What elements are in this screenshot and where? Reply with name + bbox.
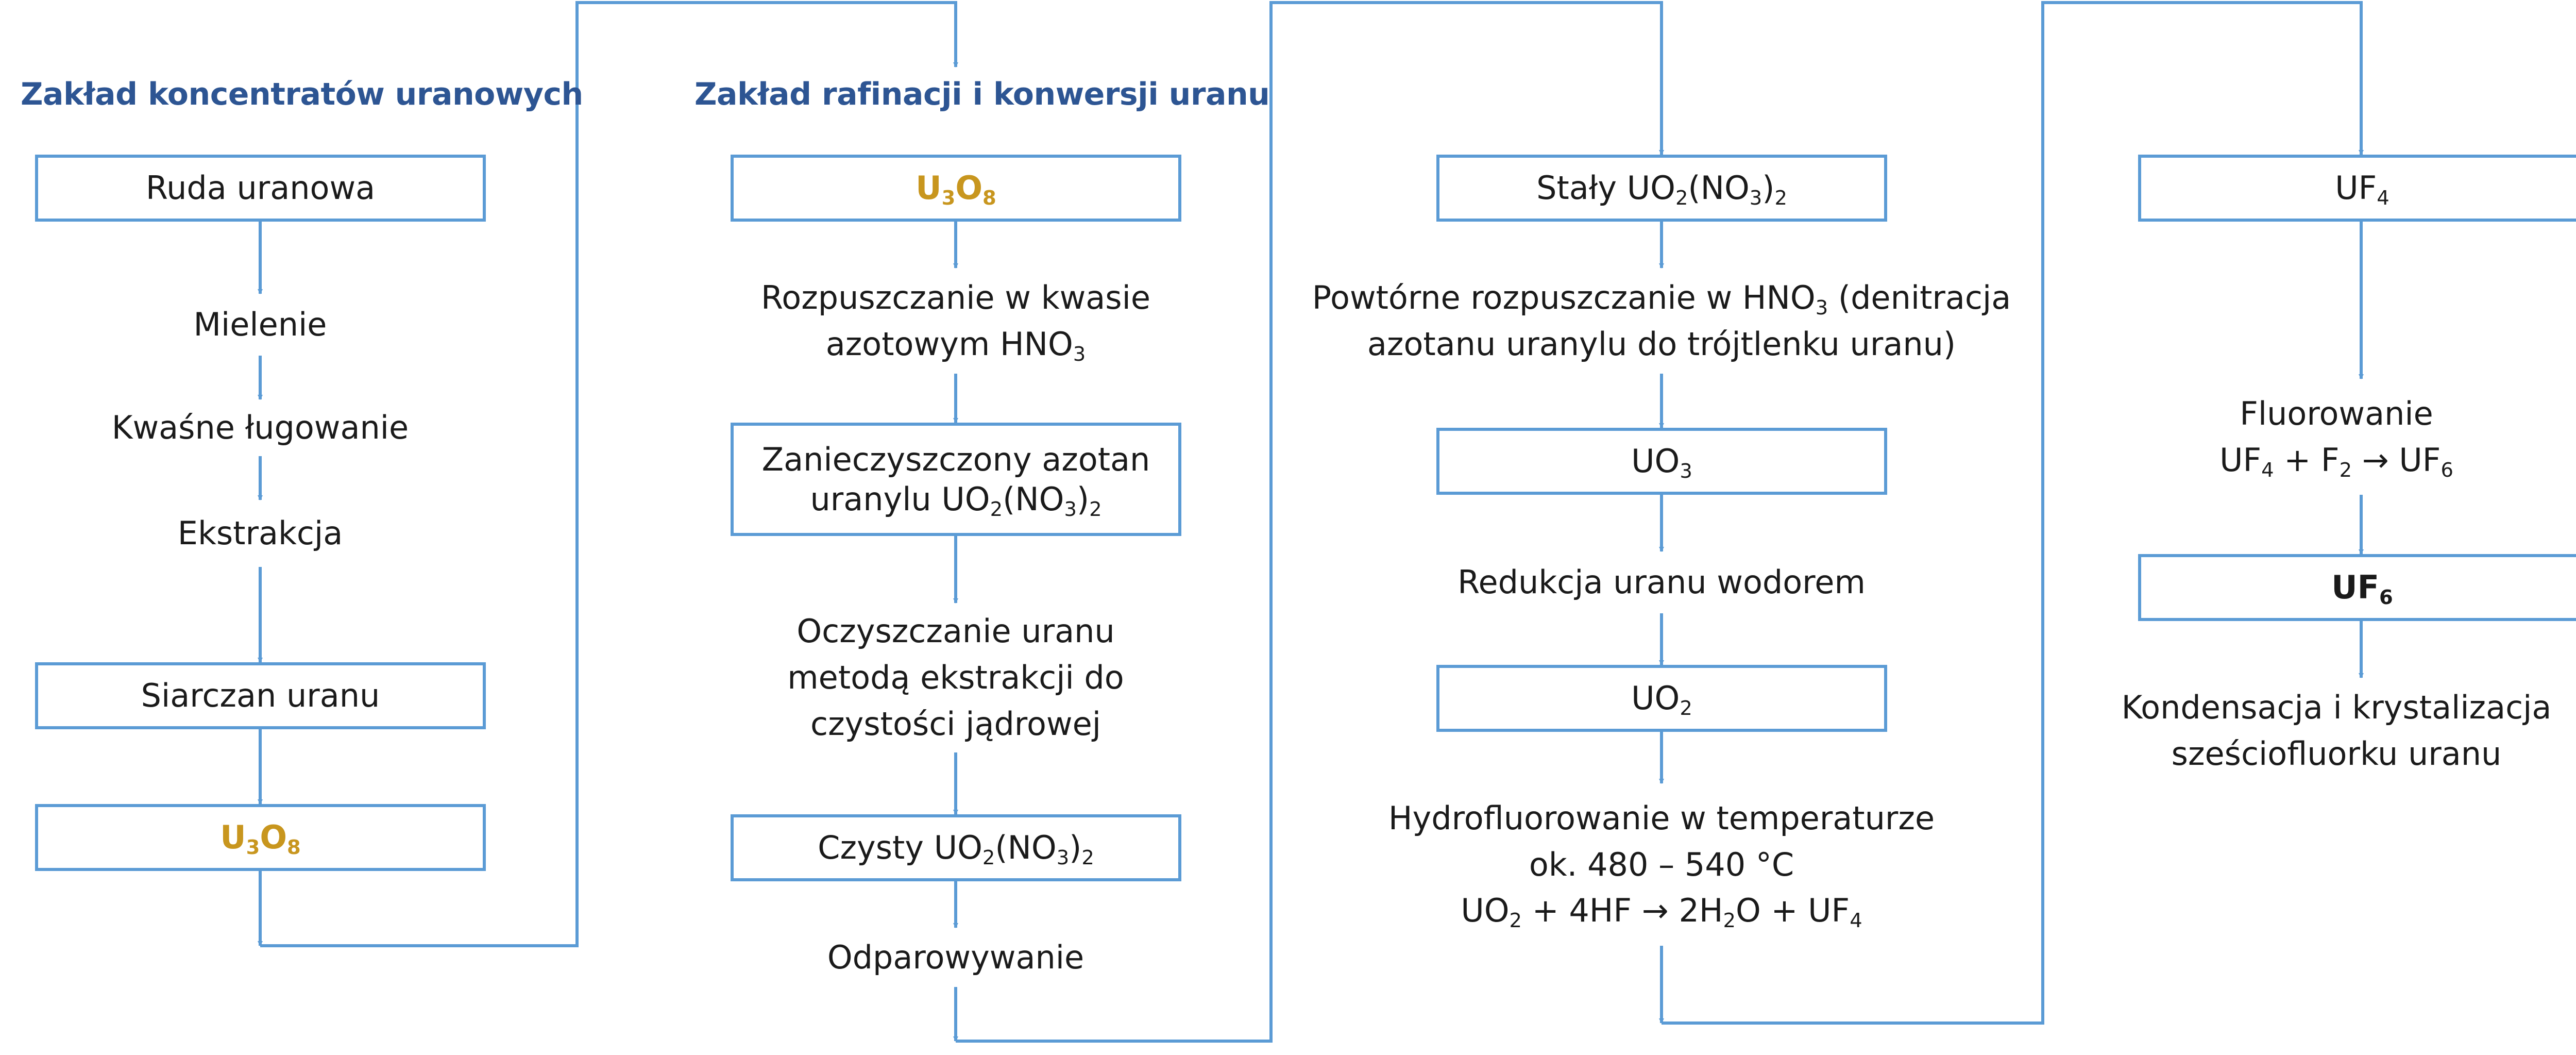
label-rozp-line1: Rozpuszczanie w kwasie	[761, 278, 1150, 316]
box-staly-azotan: Stały UO2(NO3)2	[1436, 155, 1887, 222]
box-u3o8-col2: U3O8	[731, 155, 1181, 222]
label-ruda: Ruda uranowa	[145, 169, 376, 207]
step-rozpuszczanie: Rozpuszczanie w kwasie azotowym HNO3	[698, 268, 1213, 374]
formula-uf4: UF4	[2335, 169, 2389, 210]
step-redukcja: Redukcja uranu wodorem	[1352, 551, 1971, 613]
box-uf4: UF4	[2138, 155, 2576, 222]
box-czysty-azotan: Czysty UO2(NO3)2	[731, 814, 1181, 881]
label-staly: Stały UO2(NO3)2	[1536, 169, 1787, 210]
box-uo2: UO2	[1436, 665, 1887, 732]
box-siarczan-uranu: Siarczan uranu	[35, 662, 486, 729]
box-uo3: UO3	[1436, 428, 1887, 495]
box-uf6: UF6	[2138, 554, 2576, 621]
formula-u3o8: U3O8	[916, 169, 996, 210]
label-powt-line2: azotanu uranylu do trójtlenku uranu)	[1367, 325, 1956, 363]
step-oczyszczanie: Oczyszczanie uranu metodą ekstrakcji do …	[698, 603, 1213, 752]
label-ekstrakcja: Ekstrakcja	[177, 514, 343, 552]
formula-uo2: UO2	[1631, 679, 1692, 720]
box-zanieczyszczony-azotan: Zanieczyszczony azotan uranylu UO2(NO3)2	[731, 423, 1181, 536]
step-kwasne-lugowanie: Kwaśne ługowanie	[28, 399, 492, 456]
step-ekstrakcja: Ekstrakcja	[28, 500, 492, 567]
label-kond-line2: sześciofluorku uranu	[2171, 734, 2502, 773]
label-oczysz-line1: Oczyszczanie uranu	[796, 612, 1115, 650]
heading-uranium-concentrate-plant: Zakład koncentratów uranowych	[21, 76, 583, 112]
label-fluor-line1: Fluorowanie	[2240, 394, 2433, 432]
box-ruda-uranowa: Ruda uranowa	[35, 155, 486, 222]
step-odparowywanie: Odparowywanie	[698, 928, 1213, 987]
formula-uf6: UF6	[2331, 568, 2393, 609]
step-mielenie: Mielenie	[28, 294, 492, 356]
formula-uo3: UO3	[1631, 442, 1692, 483]
connector-col1-to-col2	[260, 1, 958, 947]
label-powt-line1: Powtórne rozpuszczanie w HNO3 (denitracj…	[1312, 278, 2011, 320]
connector-col3-to-col4	[1662, 1, 2364, 1025]
label-oczysz-line2: metodą ekstrakcji do	[787, 659, 1124, 697]
step-kondensacja: Kondensacja i krystalizacja sześciofluor…	[2079, 678, 2576, 783]
formula-u3o8: U3O8	[220, 818, 301, 859]
equation-hydrofluorination: UO2 + 4HF → 2H2O + UF4	[1461, 892, 1862, 933]
step-fluorowanie: Fluorowanie UF4 + F2 → UF6	[2079, 379, 2576, 495]
label-siarczan: Siarczan uranu	[141, 677, 380, 715]
label-redukcja: Redukcja uranu wodorem	[1458, 563, 1866, 601]
equation-fluorination: UF4 + F2 → UF6	[2219, 441, 2453, 482]
label-zanie: Zanieczyszczony azotan uranylu UO2(NO3)2	[761, 440, 1150, 521]
step-hydrofluorowanie: Hydrofluorowanie w temperaturze ok. 480 …	[1352, 783, 1971, 946]
box-u3o8-col1: U3O8	[35, 804, 486, 871]
connector-col2-to-col3	[956, 1, 1664, 1043]
label-kond-line1: Kondensacja i krystalizacja	[2121, 688, 2552, 726]
label-rozp-line2: azotowym HNO3	[825, 325, 1086, 366]
heading-refining-conversion-plant: Zakład rafinacji i konwersji uranu	[694, 76, 1270, 112]
label-oczysz-line3: czystości jądrowej	[810, 705, 1101, 743]
step-powtorne-rozpuszczanie: Powtórne rozpuszczanie w HNO3 (denitracj…	[1301, 268, 2022, 374]
label-lugowanie: Kwaśne ługowanie	[111, 409, 409, 447]
label-hydro-line1: Hydrofluorowanie w temperaturze	[1388, 799, 1935, 837]
label-odpar: Odparowywanie	[827, 938, 1084, 976]
label-mielenie: Mielenie	[193, 306, 327, 344]
label-czysty: Czysty UO2(NO3)2	[818, 829, 1094, 869]
label-hydro-line2: ok. 480 – 540 °C	[1529, 845, 1794, 883]
